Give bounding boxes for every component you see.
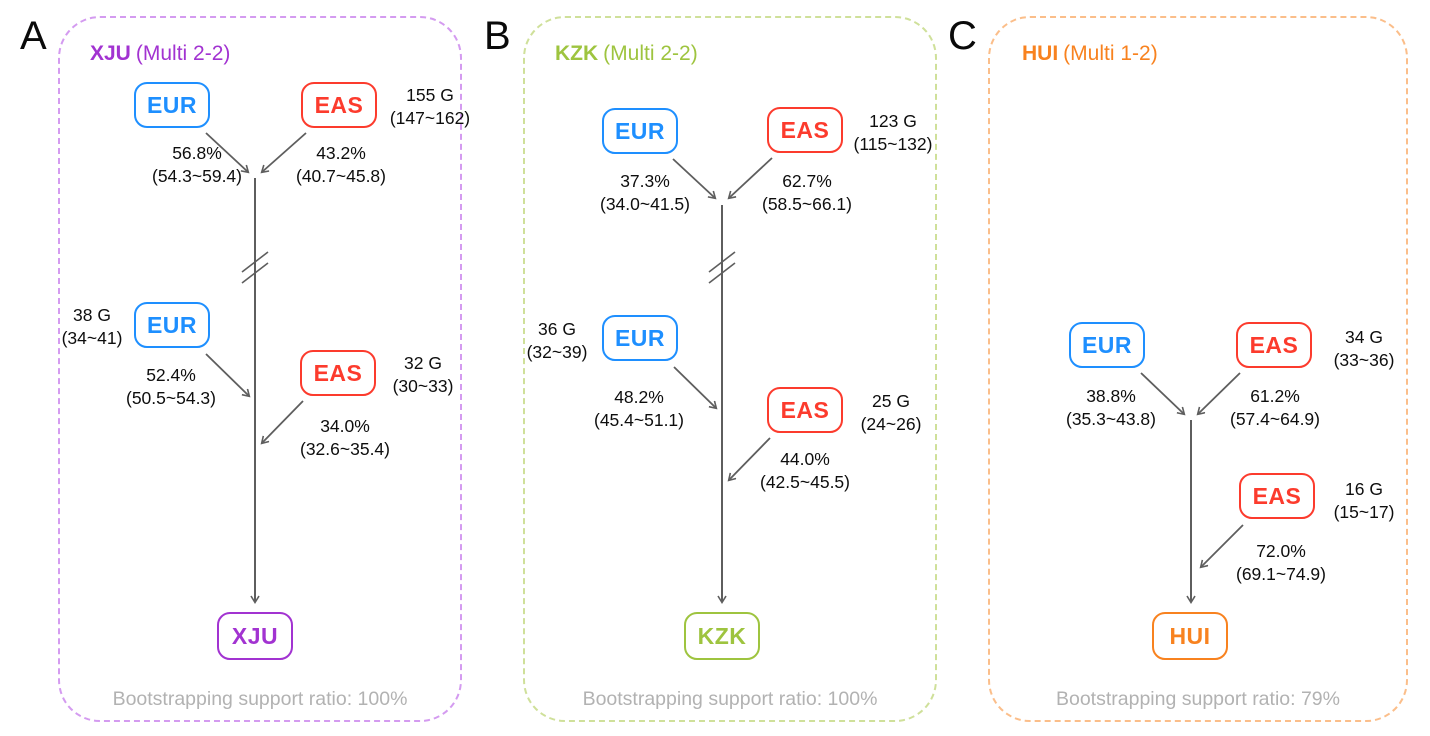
a-wave2-eur-arrow [205, 353, 249, 396]
a-wave2-eas-node: EAS [300, 350, 376, 396]
b-wave2-eur-generation-label: 36 G (32~39) [526, 319, 588, 363]
c-wave1-generation-label: 34 G (33~36) [1333, 327, 1395, 371]
a-break-mark [241, 262, 269, 284]
panel-a-title: XJU(Multi 2-2) [90, 42, 230, 66]
b-wave2-eas-proportion: 44.0% (42.5~45.5) [760, 449, 850, 493]
a-wave1-eur-node: EUR [134, 82, 210, 128]
panel-c-frame [988, 16, 1408, 722]
a-wave1-eur-arrow [205, 132, 248, 172]
a-wave2-eur-proportion: 52.4% (50.5~54.3) [126, 365, 216, 409]
b-wave2-eas-generation-label: 25 G (24~26) [860, 391, 922, 435]
c-result-node: HUI [1152, 612, 1228, 660]
b-wave1-eas-proportion: 62.7% (58.5~66.1) [762, 171, 852, 215]
b-break-mark [708, 262, 736, 284]
panel-b-letter: B [484, 14, 511, 58]
c-wave2-eas-node: EAS [1239, 473, 1315, 519]
panel-b-title-name: KZK [555, 42, 599, 65]
b-wave2-eur-proportion: 48.2% (45.4~51.1) [594, 387, 684, 431]
c-wave1-eur-proportion: 38.8% (35.3~43.8) [1066, 386, 1156, 430]
panel-a-title-mode: (Multi 2-2) [135, 42, 231, 65]
c-bootstrap-note: Bootstrapping support ratio: 79% [1055, 688, 1340, 710]
a-bootstrap-note: Bootstrapping support ratio: 100% [112, 688, 408, 710]
a-wave1-eur-proportion: 56.8% (54.3~59.4) [152, 143, 242, 187]
panel-b-title: KZK(Multi 2-2) [555, 42, 698, 66]
b-wave2-eur-arrow [673, 366, 716, 408]
panel-a-letter: A [20, 14, 47, 58]
b-result-node: KZK [684, 612, 760, 660]
a-wave1-eas-proportion: 43.2% (40.7~45.8) [296, 143, 386, 187]
panel-c-title-mode: (Multi 1-2) [1063, 42, 1158, 65]
a-result-node: XJU [217, 612, 293, 660]
a-wave1-generation-label: 155 G (147~162) [389, 85, 471, 129]
b-wave1-generation-label: 123 G (115~132) [853, 111, 933, 155]
panel-b-frame [523, 16, 937, 722]
panel-a-title-name: XJU [90, 42, 131, 65]
c-wave1-eur-arrow [1140, 372, 1184, 414]
c-wave2-eas-generation-label: 16 G (15~17) [1333, 479, 1395, 523]
b-wave2-eur-node: EUR [602, 315, 678, 361]
b-wave1-eur-arrow [672, 158, 715, 198]
b-bootstrap-note: Bootstrapping support ratio: 100% [582, 688, 878, 710]
panel-c-title-name: HUI [1022, 42, 1059, 65]
b-wave1-eas-node: EAS [767, 107, 843, 153]
a-wave1-eas-node: EAS [301, 82, 377, 128]
a-wave2-eur-generation-label: 38 G (34~41) [61, 305, 123, 349]
c-wave2-eas-arrow [1201, 524, 1244, 567]
b-wave1-eur-node: EUR [602, 108, 678, 154]
c-wave2-eas-proportion: 72.0% (69.1~74.9) [1236, 541, 1326, 585]
a-break-mark [241, 251, 269, 273]
c-wave1-eas-node: EAS [1236, 322, 1312, 368]
panel-b-title-mode: (Multi 2-2) [603, 42, 698, 65]
panel-c-title: HUI(Multi 1-2) [1022, 42, 1158, 66]
c-wave1-eas-proportion: 61.2% (57.4~64.9) [1230, 386, 1320, 430]
b-wave1-eas-arrow [729, 157, 773, 198]
c-wave1-eur-node: EUR [1069, 322, 1145, 368]
b-wave2-eas-arrow [729, 437, 771, 480]
b-break-mark [708, 251, 736, 273]
a-wave2-eas-generation-label: 32 G (30~33) [392, 353, 454, 397]
a-wave2-eas-arrow [262, 400, 304, 443]
b-wave2-eas-node: EAS [767, 387, 843, 433]
a-wave1-eas-arrow [262, 132, 307, 172]
a-wave2-eas-proportion: 34.0% (32.6~35.4) [300, 416, 390, 460]
c-wave1-eas-arrow [1198, 372, 1241, 414]
panel-a-frame [58, 16, 462, 722]
b-wave1-eur-proportion: 37.3% (34.0~41.5) [600, 171, 690, 215]
a-wave2-eur-node: EUR [134, 302, 210, 348]
panel-c-letter: C [948, 14, 977, 58]
